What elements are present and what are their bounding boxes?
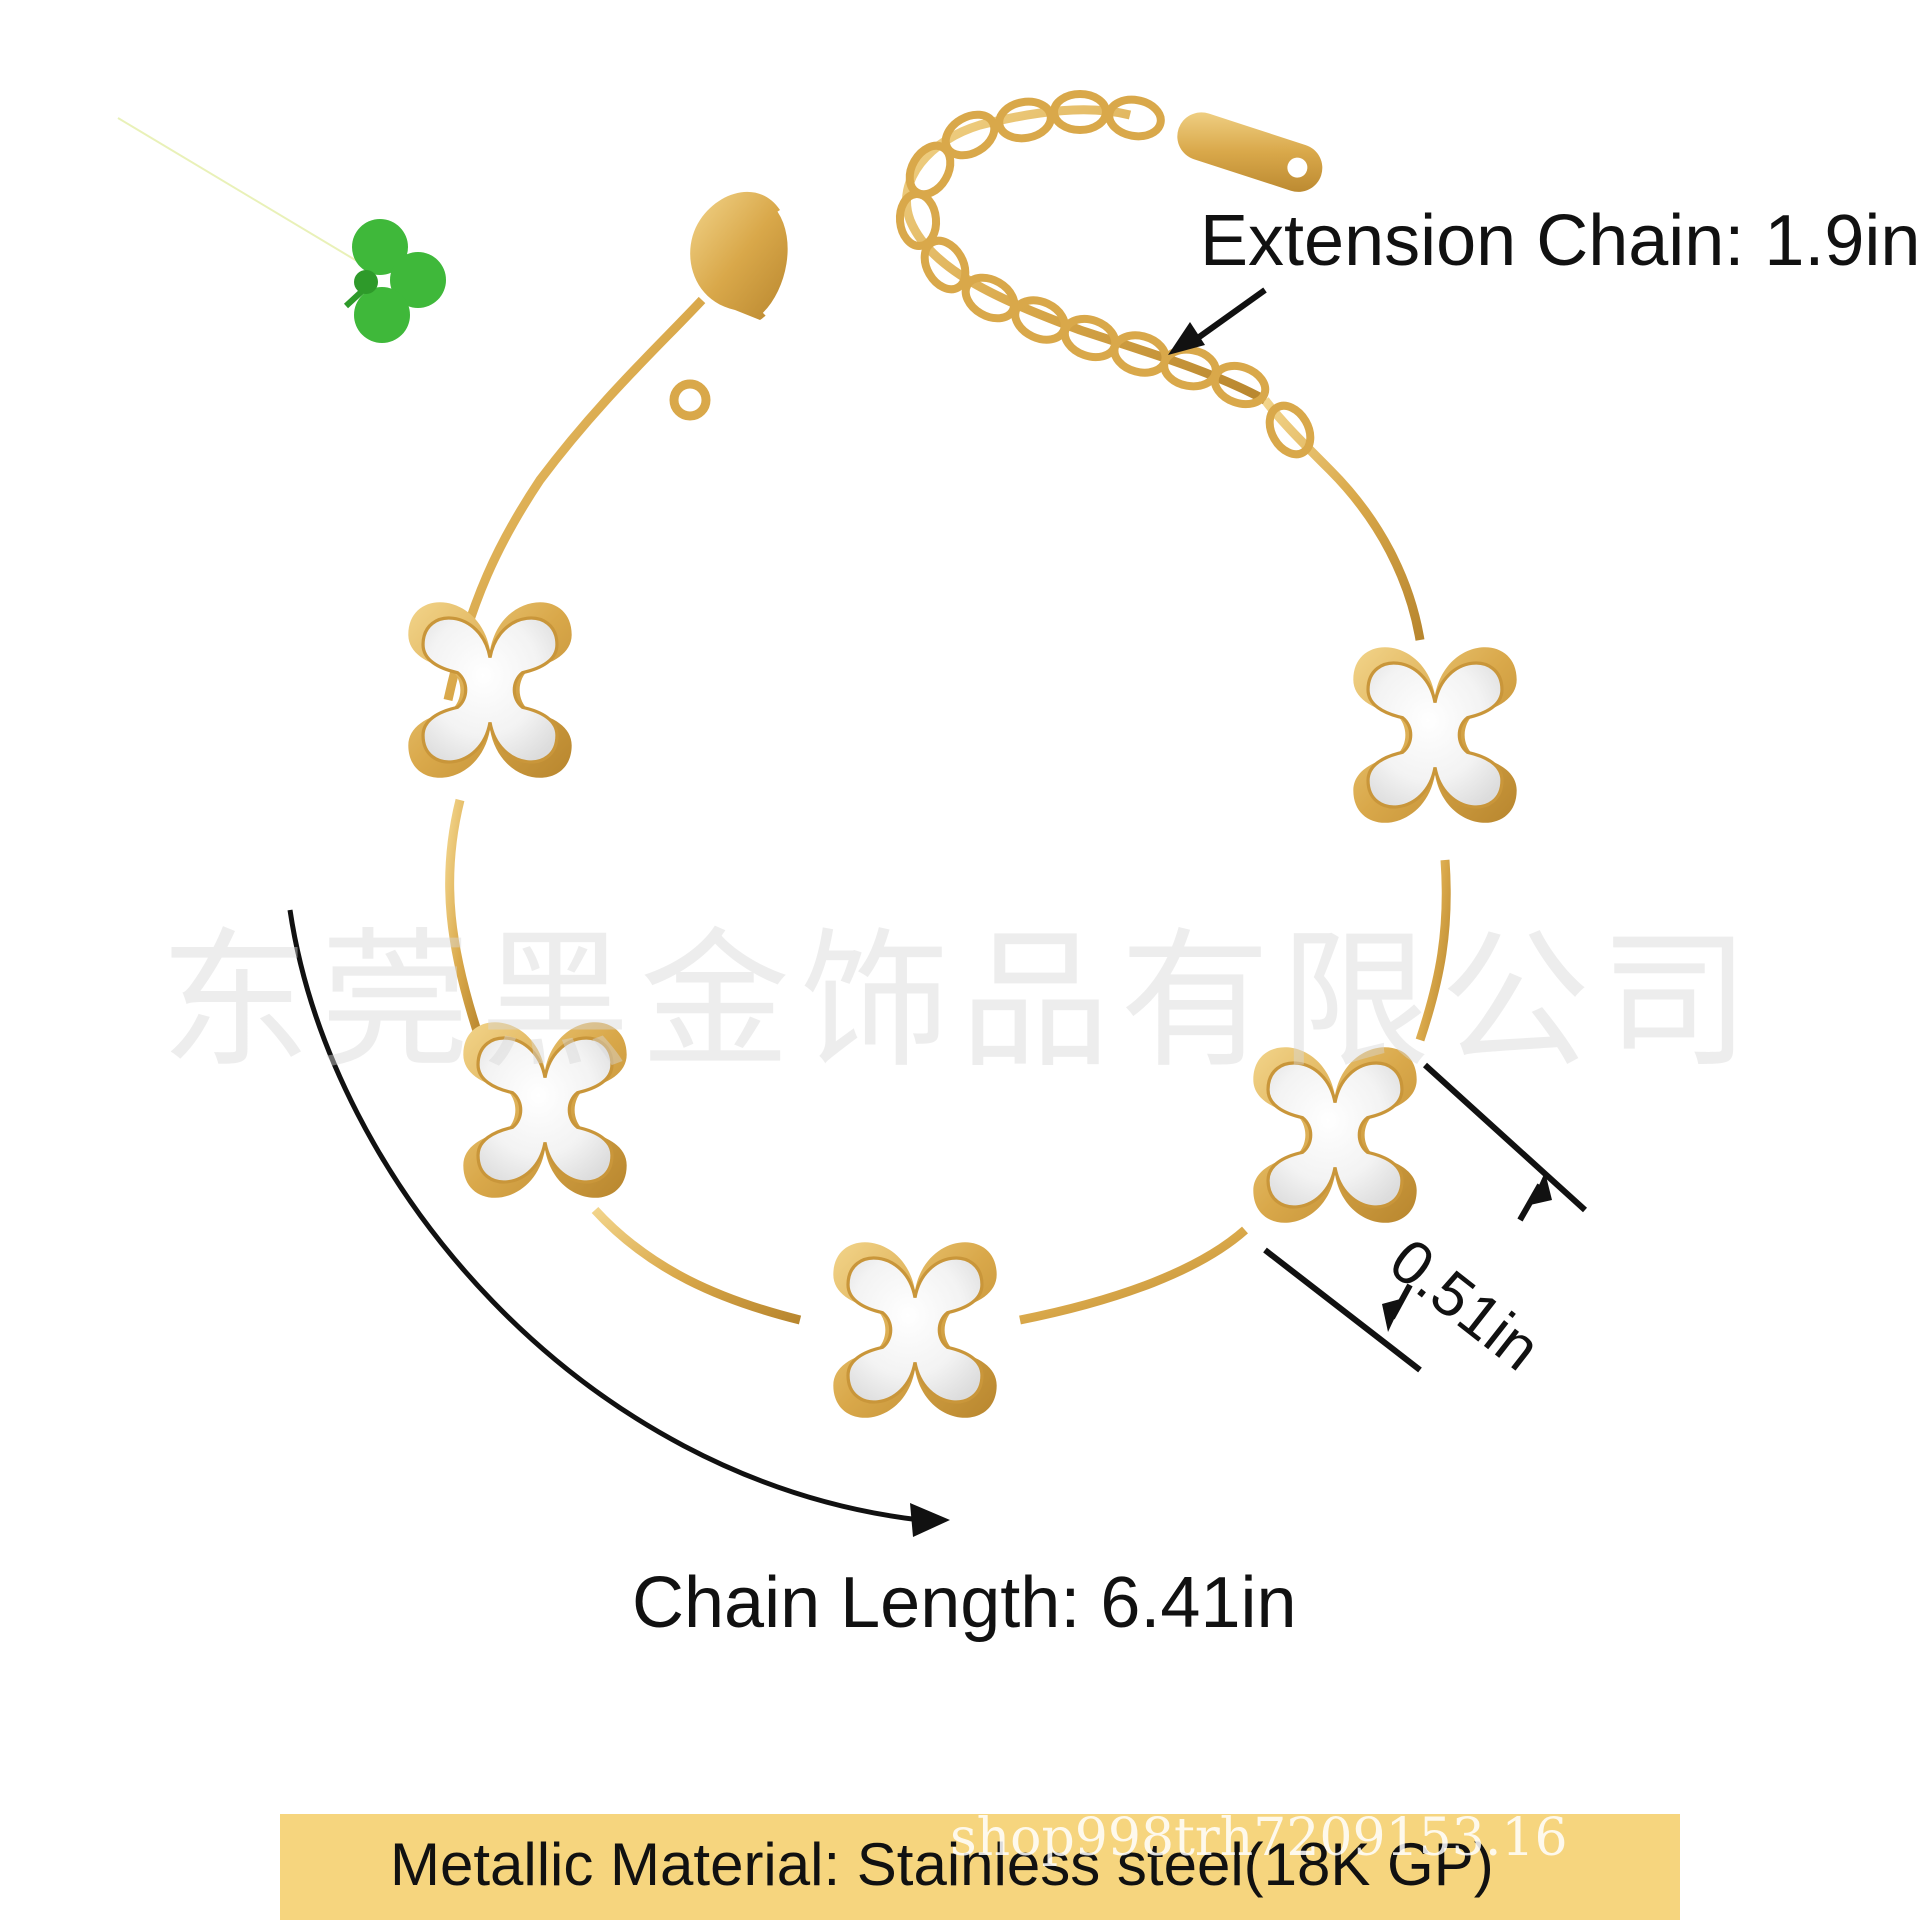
chain-length-label: Chain Length: 6.41in [632,1563,1297,1643]
lobster-clasp [669,191,794,421]
material-banner [280,1814,1680,1920]
clover-charm-1 [408,602,572,778]
clover-charm-3 [833,1242,997,1418]
extension-links [895,90,1315,459]
clover-charm-5 [1353,647,1517,823]
extension-chain-label: Extension Chain: 1.9in [1200,201,1920,281]
chain-length-arc [287,909,950,1537]
bracelet-chain [443,105,1451,1325]
green-clover-icon [117,117,446,343]
extension-arrow [1168,287,1267,355]
company-watermark: 东莞黑金饰品有限公司 [160,915,1761,1089]
dimension-arrow-bottom [1382,1298,1404,1332]
material-label: Metallic Material: Stainless steel(18K G… [390,1831,1494,1898]
clover-size-dimension [1263,1062,1588,1373]
shop-watermark: shop998trh7209153.16 [950,1808,1568,1868]
dimension-arrow-top [1530,1172,1552,1205]
steel-tag [1177,112,1323,192]
